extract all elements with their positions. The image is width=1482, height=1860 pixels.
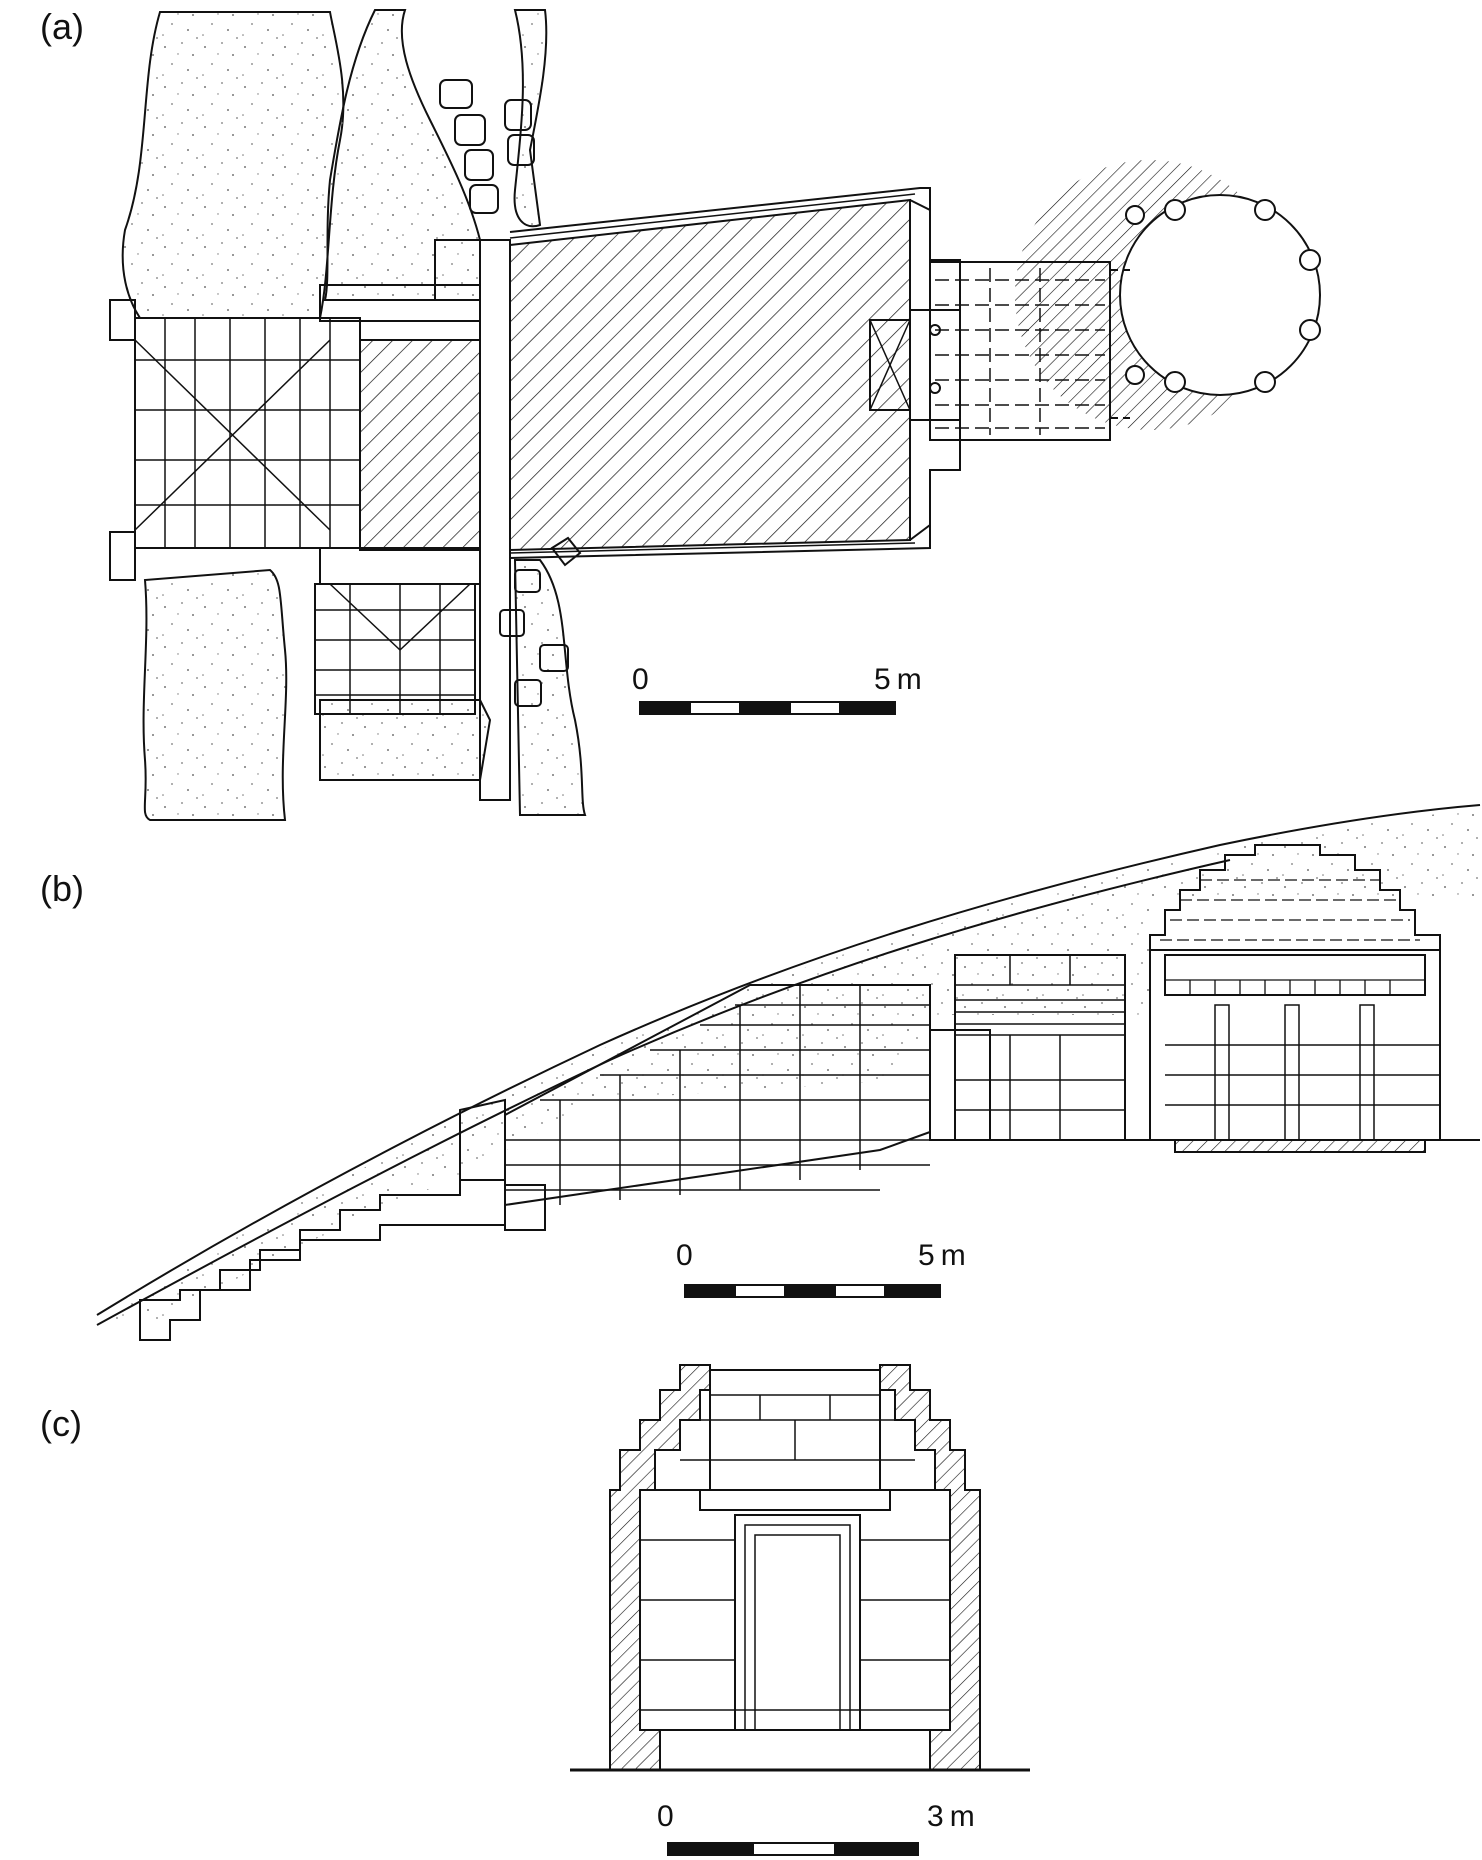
section-view [96, 804, 1481, 1341]
scale-bar-a [639, 701, 896, 715]
rubble-stones-lower [499, 569, 569, 707]
antechamber-wall [954, 954, 1126, 1141]
cross-wall-lower [319, 547, 481, 585]
dromos-left-block [134, 317, 361, 549]
connecting-passage [1110, 269, 1130, 419]
diamond-stone [550, 536, 582, 567]
step-block-base [504, 1184, 546, 1231]
antechamber-bands [955, 955, 1125, 1140]
earth-fill [97, 810, 1480, 1320]
doorway-diagonal-2 [869, 319, 911, 411]
cross-section-interior [639, 1489, 951, 1731]
chamber-end-wall [909, 199, 961, 541]
door-pivot-lower [929, 382, 941, 394]
cornice [699, 1489, 891, 1511]
rock-mass-upper-left [121, 11, 345, 319]
forecourt-hatched [359, 339, 481, 551]
ground-line-upper [96, 804, 1481, 1316]
scale-bar-c [667, 1842, 919, 1856]
scale-bar-b [684, 1284, 941, 1298]
lower-ashlar-block [314, 583, 476, 715]
panel-label-a: (a) [40, 6, 84, 47]
cross-section-view [570, 1364, 1030, 1856]
rock-mass-upper-mid [323, 9, 481, 301]
door-opening [754, 1534, 841, 1731]
section-ashlar-rows [505, 985, 930, 1205]
chamber-outline-top [509, 187, 931, 233]
panel-label-c: (c) [40, 1403, 82, 1444]
plan-view [109, 9, 1321, 821]
rock-mass-lower-right [513, 559, 587, 816]
rubble-stones-top [439, 79, 535, 214]
frieze-band [1164, 954, 1426, 996]
scale-c-start: 0 [657, 1800, 674, 1833]
cross-section-courses [640, 1539, 950, 1711]
chamber-outline-top-inner [509, 193, 916, 239]
rock-mass-lower-left [142, 568, 288, 821]
scale-a-end: 5 m [874, 663, 922, 696]
scale-b-start: 0 [676, 1239, 693, 1272]
tholos-hatched-ring [1014, 160, 1321, 431]
door-frame-outer [734, 1514, 861, 1731]
rock-mass-lower-mid [319, 699, 492, 781]
tholos-niches [1125, 199, 1321, 393]
dome-dashes [1160, 879, 1420, 941]
door-leaf [909, 309, 961, 421]
door-frame-mid [744, 1524, 851, 1731]
pier-left-upper [434, 239, 481, 301]
tholos-chamber [1119, 194, 1321, 396]
left-pilaster-top [109, 299, 136, 341]
facade-block [929, 1029, 991, 1141]
scale-a-start: 0 [632, 663, 649, 696]
scale-c-end: 3 m [927, 1800, 975, 1833]
lower-ashlar-lines [315, 583, 475, 714]
columns [1165, 1004, 1440, 1141]
main-chamber-hatched [509, 198, 911, 552]
frieze-metopes [1165, 979, 1425, 995]
dromos-ashlar-lines [134, 318, 360, 548]
floor-hatched [1174, 1139, 1426, 1153]
stepped-foundation [139, 1179, 506, 1341]
left-pilaster-bottom [109, 531, 136, 581]
chamber-outline-bottom [509, 525, 931, 559]
dromos-entry-stones [459, 1098, 506, 1181]
stepped-dome [1149, 844, 1441, 955]
upper-chamber-lines [680, 1394, 915, 1461]
scale-b-end: 5 m [918, 1239, 966, 1272]
panel-label-b: (b) [40, 868, 84, 909]
